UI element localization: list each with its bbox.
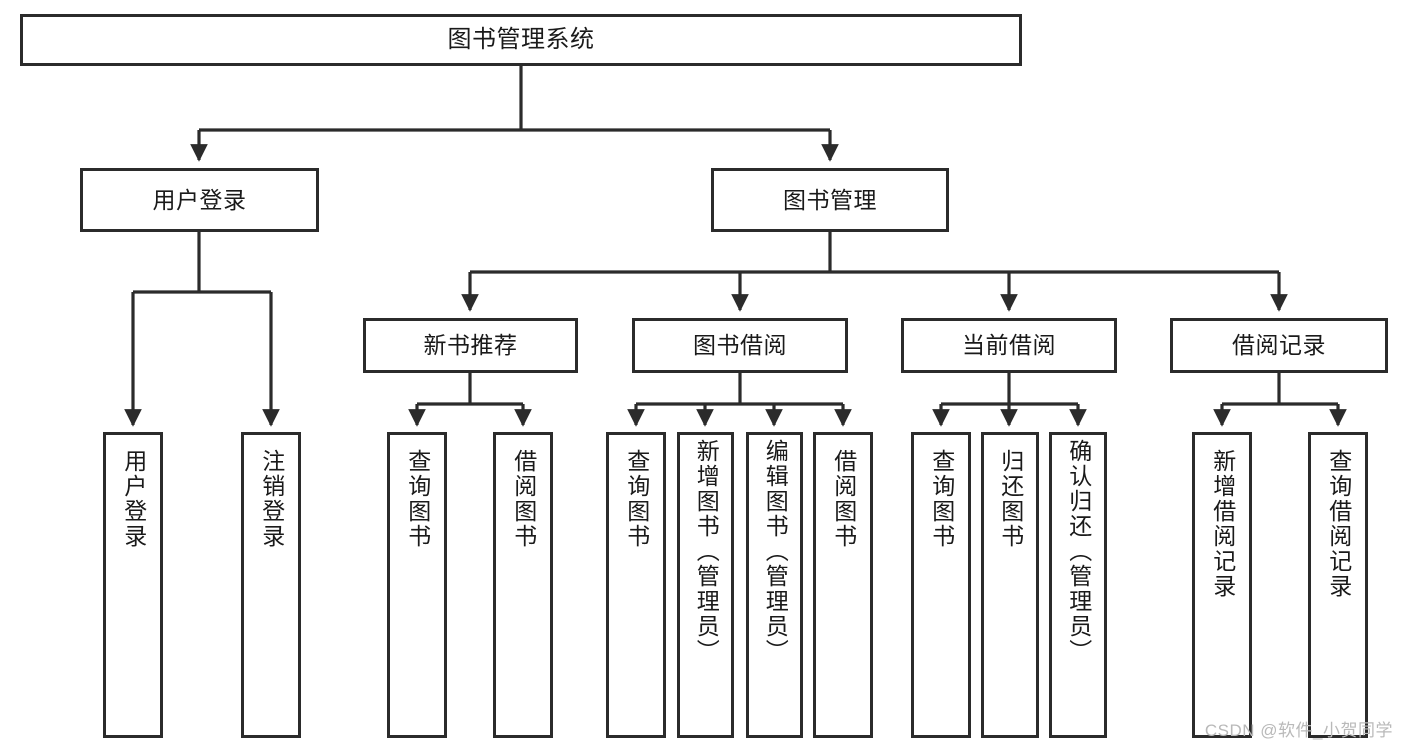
node-label: 查询图书 (404, 449, 431, 549)
node-label: 图书管理 (783, 186, 877, 213)
node-label: 借阅图书 (830, 449, 857, 549)
node-borrow-record[interactable]: 借阅记录 (1170, 318, 1388, 373)
node-label: 当前借阅 (962, 332, 1056, 359)
node-label: 图书管理系统 (447, 26, 595, 54)
leaf-current-borrow-query-book[interactable]: 查询图书 (911, 432, 971, 738)
node-label: 归还图书 (997, 449, 1024, 549)
leaf-current-borrow-return-book[interactable]: 归还图书 (981, 432, 1039, 738)
node-label: 图书借阅 (693, 332, 787, 359)
node-label: 借阅记录 (1232, 332, 1326, 359)
node-current-borrow[interactable]: 当前借阅 (901, 318, 1117, 373)
csdn-watermark: CSDN @软件_小贺同学 (1204, 721, 1393, 740)
node-label: 查询图书 (928, 449, 955, 549)
leaf-current-borrow-confirm-return-admin[interactable]: 确认归还（管理员） (1049, 432, 1107, 738)
node-label: 查询图书 (623, 449, 650, 549)
leaf-new-book-borrow-book[interactable]: 借阅图书 (493, 432, 553, 738)
leaf-borrow-record-add-record[interactable]: 新增借阅记录 (1192, 432, 1252, 738)
node-label: 编辑图书（管理员） (762, 439, 789, 664)
node-label: 新增图书（管理员） (693, 439, 720, 664)
leaf-user-login-login[interactable]: 用户登录 (103, 432, 163, 738)
leaf-book-borrow-edit-book-admin[interactable]: 编辑图书（管理员） (746, 432, 803, 738)
leaf-book-borrow-add-book-admin[interactable]: 新增图书（管理员） (677, 432, 734, 738)
node-label: 注销登录 (258, 449, 285, 549)
leaf-user-login-logout[interactable]: 注销登录 (241, 432, 301, 738)
node-user-login[interactable]: 用户登录 (80, 168, 319, 232)
node-label: 用户登录 (152, 186, 247, 213)
leaf-book-borrow-query-book[interactable]: 查询图书 (606, 432, 666, 738)
node-label: 新书推荐 (423, 332, 518, 359)
leaf-new-book-query-book[interactable]: 查询图书 (387, 432, 447, 738)
node-book-management[interactable]: 图书管理 (711, 168, 949, 232)
node-label: 确认归还（管理员） (1065, 439, 1092, 664)
node-label: 借阅图书 (510, 449, 537, 549)
node-label: 用户登录 (120, 449, 147, 549)
node-book-borrow[interactable]: 图书借阅 (632, 318, 848, 373)
node-root-book-management-system[interactable]: 图书管理系统 (20, 14, 1022, 66)
node-label: 新增借阅记录 (1209, 449, 1236, 599)
node-label: 查询借阅记录 (1325, 449, 1352, 599)
leaf-book-borrow-borrow-book[interactable]: 借阅图书 (813, 432, 873, 738)
node-new-book-recommend[interactable]: 新书推荐 (363, 318, 578, 373)
leaf-borrow-record-query-record[interactable]: 查询借阅记录 (1308, 432, 1368, 738)
